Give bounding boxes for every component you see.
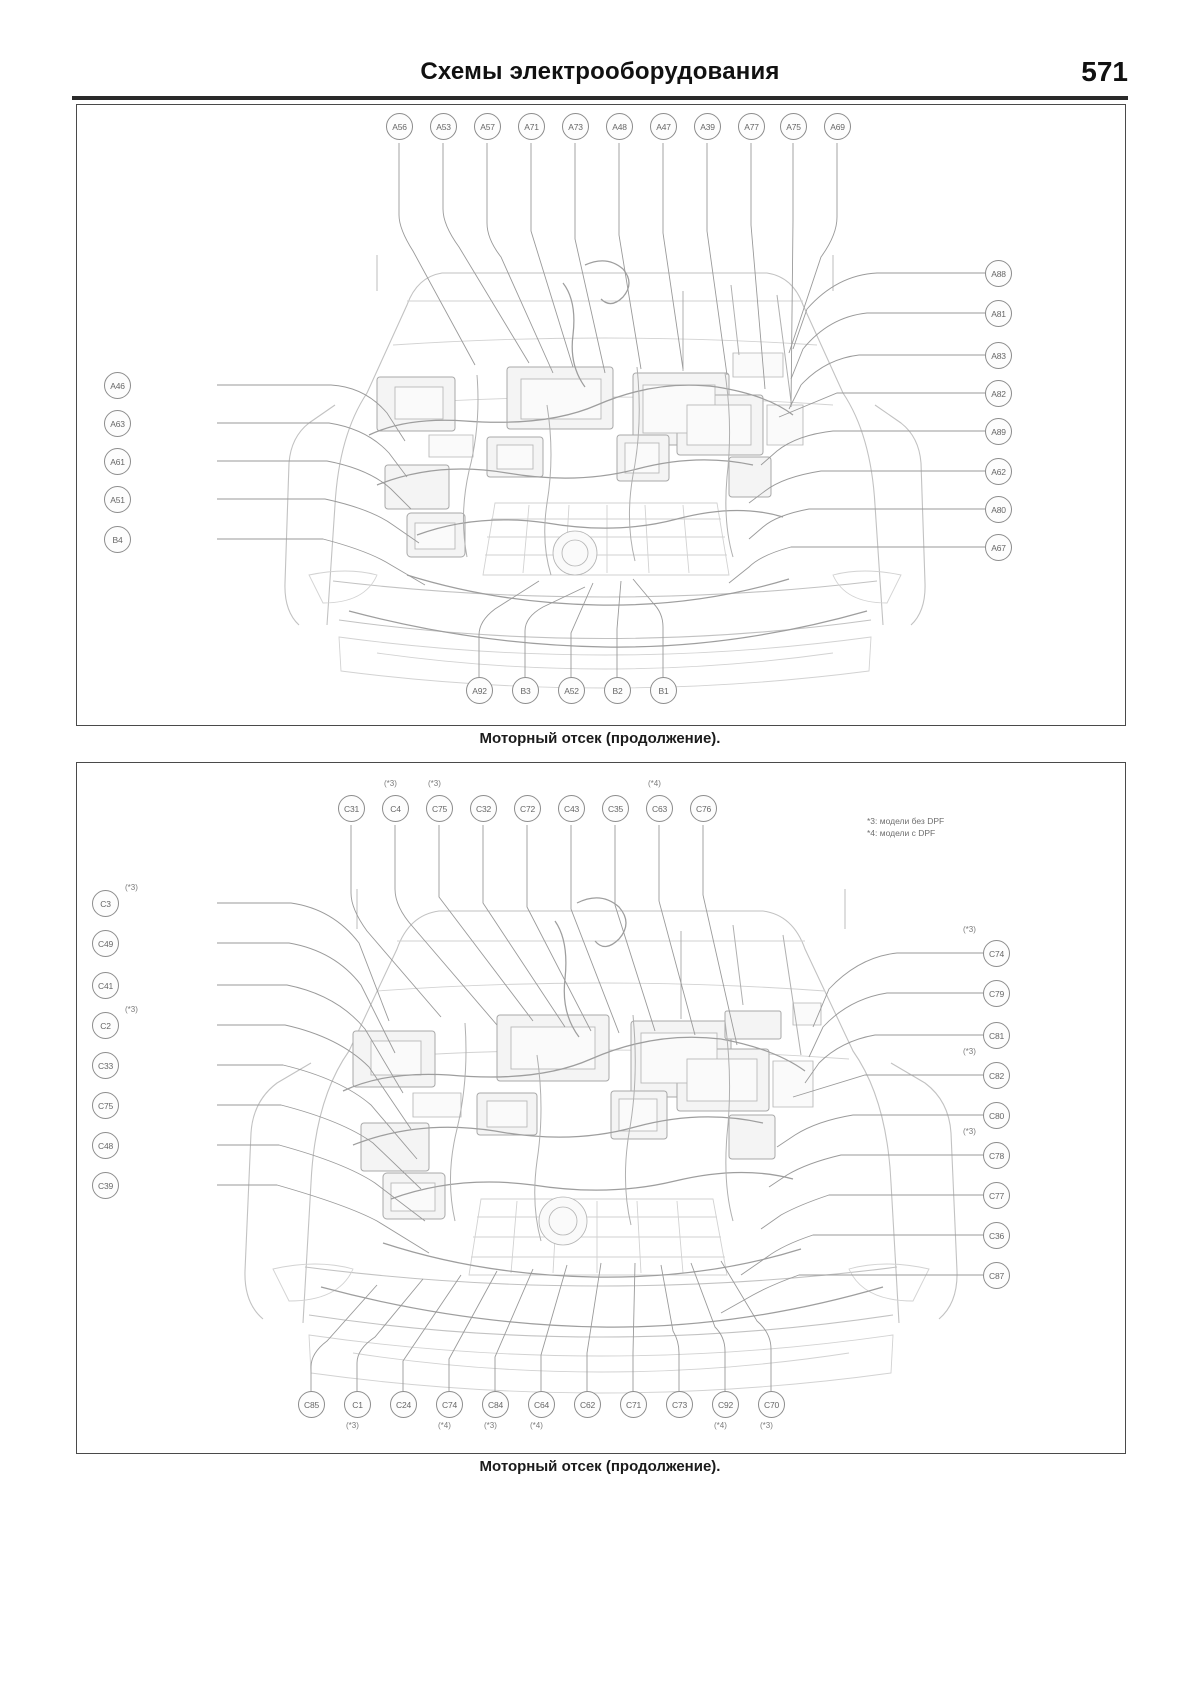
callout-A82[interactable]: A82	[985, 380, 1012, 407]
callout-C72[interactable]: C72	[514, 795, 541, 822]
callout-C70[interactable]: C70	[758, 1391, 785, 1418]
callout-C74-right[interactable]: C74	[983, 940, 1010, 967]
note-bottom-C64: (*4)	[530, 1421, 543, 1430]
callout-A75[interactable]: A75	[780, 113, 807, 140]
callout-A48[interactable]: A48	[606, 113, 633, 140]
callout-C63[interactable]: C63	[646, 795, 673, 822]
note-left-C3: (*3)	[125, 883, 138, 892]
callout-A63[interactable]: A63	[104, 410, 131, 437]
callout-C73[interactable]: C73	[666, 1391, 693, 1418]
callout-C48[interactable]: C48	[92, 1132, 119, 1159]
callout-C92[interactable]: C92	[712, 1391, 739, 1418]
figure-caption-b: Моторный отсек (продолжение).	[479, 1458, 721, 1475]
engine-diagram-b	[217, 825, 983, 1394]
callout-A46[interactable]: A46	[104, 372, 131, 399]
callout-C75-top[interactable]: C75	[426, 795, 453, 822]
figure-engine-compartment-b: C31 C4 C75 C32 C72 C43 C35 C63 C76 (*3) …	[76, 762, 1126, 1454]
callout-A51[interactable]: A51	[104, 486, 131, 513]
callout-A57[interactable]: A57	[474, 113, 501, 140]
callout-B4[interactable]: B4	[104, 526, 131, 553]
callout-C35[interactable]: C35	[602, 795, 629, 822]
callout-A92[interactable]: A92	[466, 677, 493, 704]
callout-C80[interactable]: C80	[983, 1102, 1010, 1129]
callout-A77[interactable]: A77	[738, 113, 765, 140]
callout-C32[interactable]: C32	[470, 795, 497, 822]
callout-A88[interactable]: A88	[985, 260, 1012, 287]
callout-C74-bottom[interactable]: C74	[436, 1391, 463, 1418]
callout-A69[interactable]: A69	[824, 113, 851, 140]
callout-C49[interactable]: C49	[92, 930, 119, 957]
page-header: Схемы электрооборудования 571	[72, 56, 1128, 98]
callout-A61[interactable]: A61	[104, 448, 131, 475]
callout-C43[interactable]: C43	[558, 795, 585, 822]
callout-C76[interactable]: C76	[690, 795, 717, 822]
callout-A83[interactable]: A83	[985, 342, 1012, 369]
note-bottom-C1: (*3)	[346, 1421, 359, 1430]
callout-B2[interactable]: B2	[604, 677, 631, 704]
note-top-C75: (*3)	[428, 779, 441, 788]
callout-C31[interactable]: C31	[338, 795, 365, 822]
callout-C64[interactable]: C64	[528, 1391, 555, 1418]
callout-A81[interactable]: A81	[985, 300, 1012, 327]
callout-A47[interactable]: A47	[650, 113, 677, 140]
note-left-C2: (*3)	[125, 1005, 138, 1014]
note-bottom-C92: (*4)	[714, 1421, 727, 1430]
page-number: 571	[1081, 56, 1128, 87]
callout-C87[interactable]: C87	[983, 1262, 1010, 1289]
callout-C77[interactable]: C77	[983, 1182, 1010, 1209]
callout-C39[interactable]: C39	[92, 1172, 119, 1199]
callout-C2[interactable]: C2	[92, 1012, 119, 1039]
note-bottom-C70: (*3)	[760, 1421, 773, 1430]
note-bottom-C84: (*3)	[484, 1421, 497, 1430]
callout-C82[interactable]: C82	[983, 1062, 1010, 1089]
header-divider	[72, 96, 1128, 100]
callout-A52[interactable]: A52	[558, 677, 585, 704]
page-title: Схемы электрооборудования	[420, 58, 780, 85]
callout-C24[interactable]: C24	[390, 1391, 417, 1418]
callout-C36[interactable]: C36	[983, 1222, 1010, 1249]
figure-caption-a: Моторный отсек (продолжение).	[479, 730, 721, 747]
callout-C4[interactable]: C4	[382, 795, 409, 822]
callout-C78[interactable]: C78	[983, 1142, 1010, 1169]
callout-C33[interactable]: C33	[92, 1052, 119, 1079]
callout-C81[interactable]: C81	[983, 1022, 1010, 1049]
callout-A56[interactable]: A56	[386, 113, 413, 140]
callout-A89[interactable]: A89	[985, 418, 1012, 445]
figure-engine-compartment-a: A56 A53 A57 A71 A73 A48 A47 A39 A77 A75 …	[76, 104, 1126, 726]
callout-A80[interactable]: A80	[985, 496, 1012, 523]
note-right-C74: (*3)	[963, 925, 976, 934]
dpf-legend: *3: модели без DPF *4: модели с DPF	[867, 815, 944, 840]
callout-A73[interactable]: A73	[562, 113, 589, 140]
engine-diagram-a	[217, 143, 985, 689]
callout-C75-left[interactable]: C75	[92, 1092, 119, 1119]
legend-line-3: *3: модели без DPF	[867, 816, 945, 826]
note-bottom-C74: (*4)	[438, 1421, 451, 1430]
callout-A39[interactable]: A39	[694, 113, 721, 140]
callout-C3[interactable]: C3	[92, 890, 119, 917]
callout-B3[interactable]: B3	[512, 677, 539, 704]
note-right-C82: (*3)	[963, 1047, 976, 1056]
note-top-C4: (*3)	[384, 779, 397, 788]
callout-A67[interactable]: A67	[985, 534, 1012, 561]
callout-A62[interactable]: A62	[985, 458, 1012, 485]
callout-A71[interactable]: A71	[518, 113, 545, 140]
callout-B1[interactable]: B1	[650, 677, 677, 704]
callout-C79[interactable]: C79	[983, 980, 1010, 1007]
callout-C84[interactable]: C84	[482, 1391, 509, 1418]
note-right-C78: (*3)	[963, 1127, 976, 1136]
callout-C62[interactable]: C62	[574, 1391, 601, 1418]
note-top-C63: (*4)	[648, 779, 661, 788]
callout-A53[interactable]: A53	[430, 113, 457, 140]
callout-C71[interactable]: C71	[620, 1391, 647, 1418]
callout-C1[interactable]: C1	[344, 1391, 371, 1418]
callout-C85[interactable]: C85	[298, 1391, 325, 1418]
legend-line-4: *4: модели с DPF	[867, 828, 936, 839]
callout-C41[interactable]: C41	[92, 972, 119, 999]
